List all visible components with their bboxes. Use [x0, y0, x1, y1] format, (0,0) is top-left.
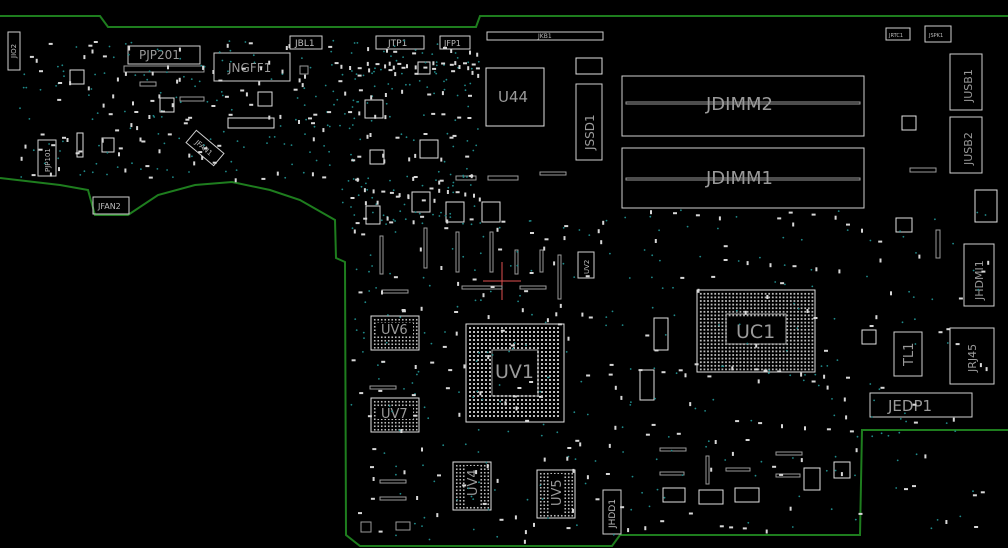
uv6-vram[interactable] — [370, 315, 420, 351]
jssd1-connector[interactable] — [575, 83, 603, 161]
jio2-label: JIO2 — [10, 44, 18, 59]
uv4-label-bg — [465, 466, 479, 506]
jkb1-label: JKB1 — [537, 33, 552, 40]
uv1-label: UV1 — [495, 361, 534, 383]
u44-label: U44 — [498, 88, 528, 106]
jrtc1-label: JRTC1 — [888, 33, 903, 39]
pjp101-connector[interactable] — [37, 139, 57, 177]
jdimm1-label: JDIMM1 — [705, 168, 773, 189]
jfp1-label: JFP1 — [443, 39, 461, 48]
jhdd1-label: JHDD1 — [608, 499, 618, 529]
jhdmi1-label: JHDMI1 — [973, 260, 986, 301]
jtp1-label: JTP1 — [387, 39, 407, 49]
jrtc1-connector[interactable] — [885, 27, 911, 41]
jio2-connector[interactable] — [7, 31, 21, 71]
uc1-ball-grid — [699, 292, 814, 371]
jssd1-label: JSSD1 — [583, 114, 597, 151]
jdimm1-slot[interactable] — [621, 147, 865, 209]
jusb1-connector[interactable] — [949, 53, 983, 111]
jusb2-label: JUSB2 — [962, 132, 975, 166]
jhdd1-connector[interactable] — [602, 489, 622, 535]
jedp1-connector[interactable] — [869, 392, 973, 418]
uv2-label: UV2 — [583, 260, 591, 274]
uv4-label: UV4 — [466, 469, 481, 496]
board-edge — [0, 15, 1008, 547]
uv6-label: UV6 — [381, 323, 408, 338]
jspk1-label: JSPK1 — [928, 33, 943, 39]
jngff1-connector[interactable] — [213, 52, 291, 82]
jedp1-label: JEDP1 — [887, 397, 932, 415]
pjp201-label: PJP201 — [139, 48, 180, 62]
uv1-package[interactable] — [465, 323, 565, 423]
right-small-components — [803, 115, 998, 491]
pad-field — [20, 41, 990, 544]
uv4-ball-grid — [455, 464, 490, 509]
jdimm2-label: JDIMM2 — [705, 94, 773, 115]
u44-chip[interactable] — [485, 67, 545, 127]
pjp201-pad-row — [123, 65, 205, 73]
lower-small-components — [360, 227, 803, 533]
jfan2-connector[interactable] — [92, 196, 130, 215]
uv7-label: UV7 — [381, 407, 408, 422]
jbl1-label: JBL1 — [294, 39, 315, 49]
pjp101-label: PJP101 — [44, 148, 52, 172]
uv5-vram[interactable] — [536, 469, 576, 519]
uv1-ball-grid — [469, 327, 559, 417]
jdimm1-key — [625, 177, 861, 181]
jhdmi1-connector[interactable] — [963, 243, 995, 307]
uv7-vram[interactable] — [370, 397, 420, 433]
uv5-label: UV5 — [550, 479, 565, 506]
jfan2-label: JFAN2 — [97, 202, 121, 211]
left-small-components — [69, 65, 309, 158]
jusb1-label: JUSB1 — [962, 69, 975, 103]
jfan1-label: JFAN1 — [193, 138, 214, 158]
jdimm2-slot[interactable] — [621, 75, 865, 137]
jtp1-connector[interactable] — [375, 35, 425, 50]
uv7-label-bg — [377, 407, 413, 419]
jdimm2-key — [625, 101, 861, 105]
via-field — [19, 39, 987, 541]
cursor-crosshair — [483, 262, 521, 300]
jspk1-connector[interactable] — [924, 25, 952, 43]
tl1-label: TL1 — [902, 343, 917, 367]
uv6-label-bg — [377, 323, 413, 335]
mid-small-components — [364, 57, 603, 225]
uv4-vram[interactable] — [452, 461, 492, 511]
jngff1-label: JNGFF1 — [227, 61, 271, 75]
uv2-chip[interactable] — [577, 251, 595, 279]
jbl1-connector[interactable] — [289, 35, 323, 50]
tl1-transformer[interactable] — [893, 331, 923, 377]
jfp1-connector[interactable] — [439, 35, 471, 50]
jrj45-connector[interactable] — [949, 327, 995, 385]
jkb1-connector[interactable] — [486, 31, 604, 41]
uv5-label-bg — [549, 474, 563, 514]
jusb2-connector[interactable] — [949, 116, 983, 174]
uc1-package[interactable] — [696, 289, 816, 373]
jrj45-label: JRJ45 — [966, 344, 979, 373]
uc1-label: UC1 — [736, 321, 775, 343]
